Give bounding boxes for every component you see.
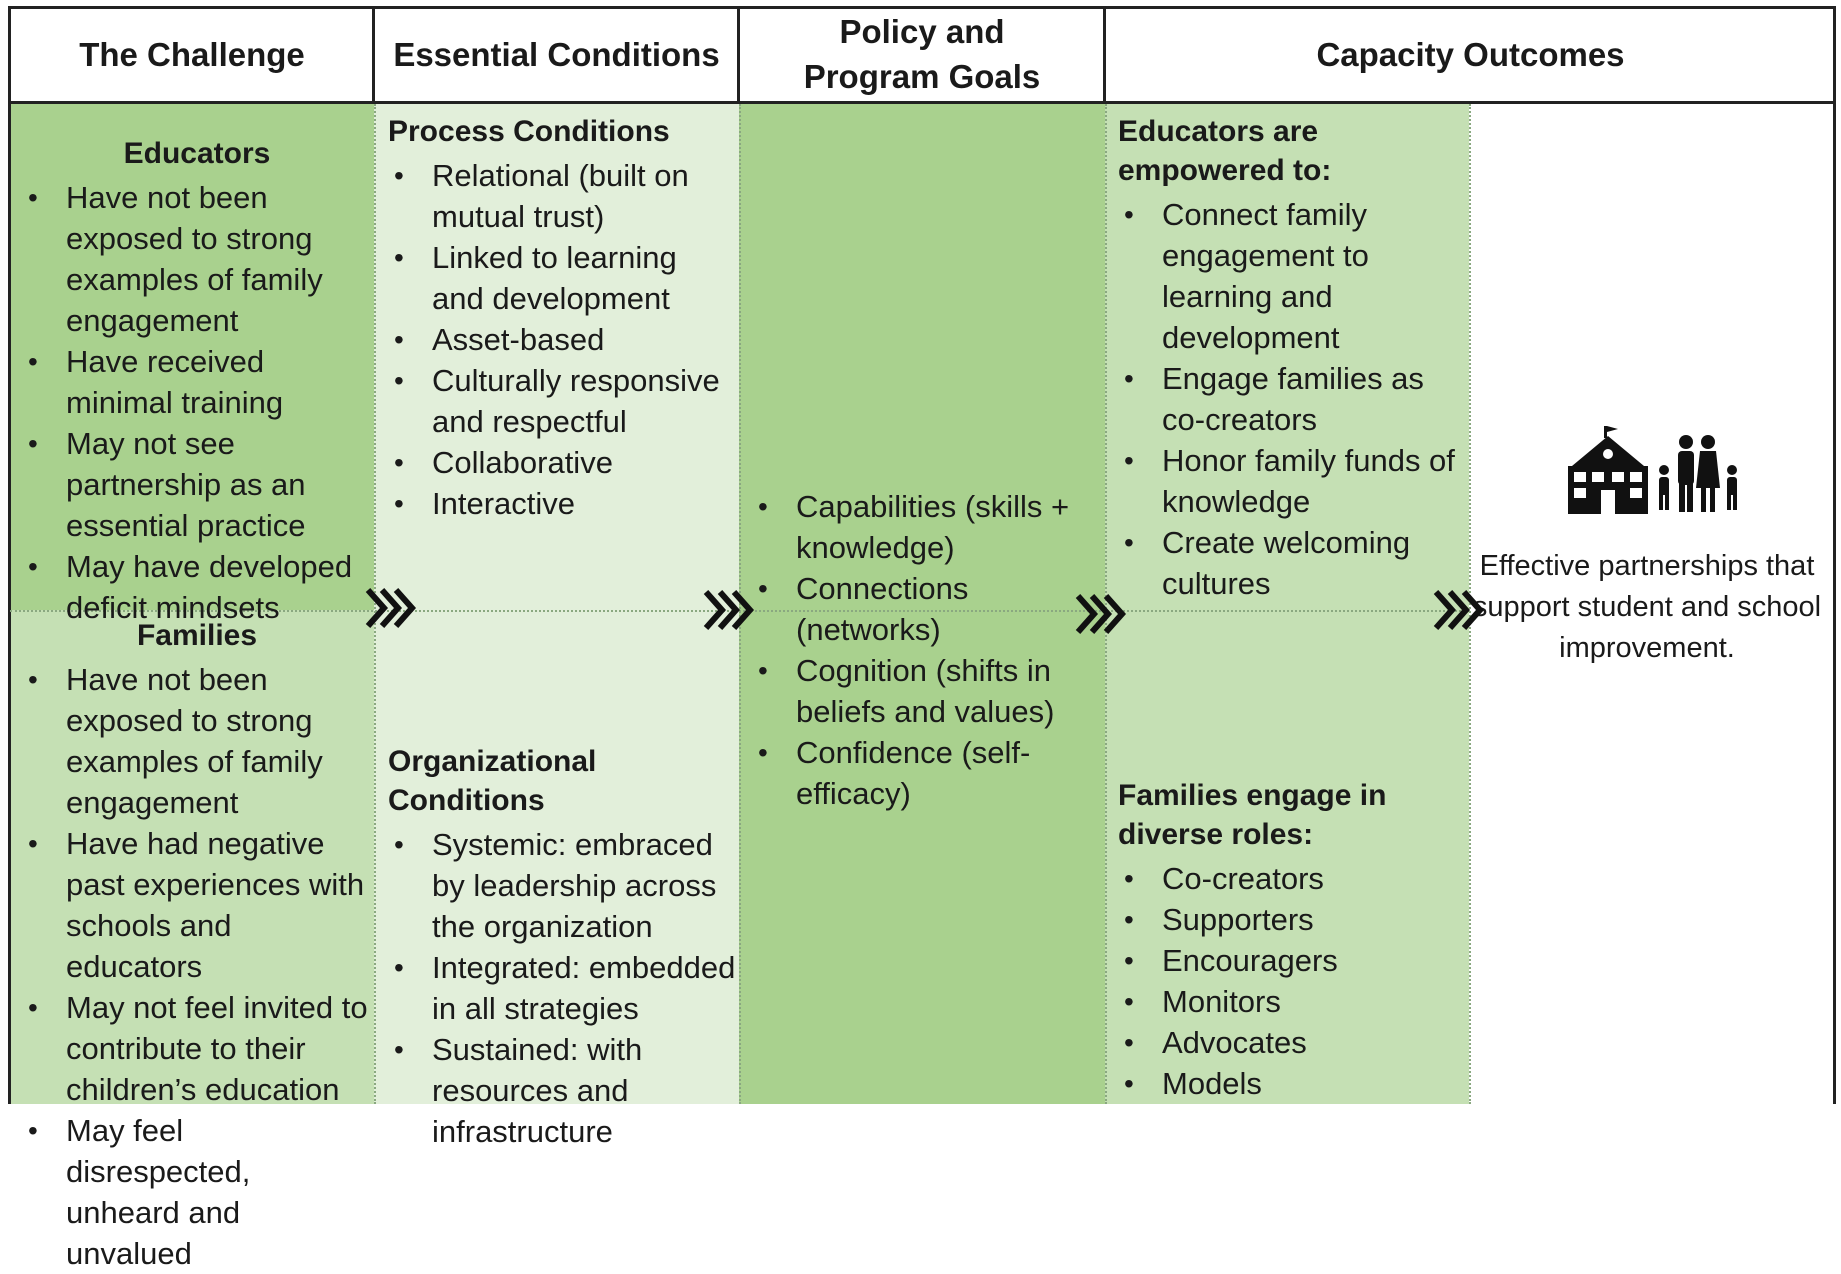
divider-dotted-4	[1469, 104, 1471, 1104]
list-item: Advocates	[1118, 1022, 1463, 1063]
header-essential-conditions: Essential Conditions	[374, 6, 739, 104]
list-item: May not see partnership as an essential …	[22, 423, 372, 546]
chevron-arrow-icon	[702, 588, 758, 632]
list-item: Create welcoming cultures	[1118, 522, 1463, 604]
header-challenge-text: The Challenge	[79, 35, 305, 73]
policy-goals-list: Capabilities (skills + knowledge) Connec…	[752, 486, 1097, 814]
chevron-arrow-icon	[1432, 588, 1488, 632]
header-divider-2	[737, 6, 740, 104]
header-policy-goals: Policy and Program Goals	[739, 6, 1105, 104]
list-item: Honor family funds of knowledge	[1118, 440, 1463, 522]
list-item: Connections (networks)	[752, 568, 1097, 650]
families-roles-list: Co-creators Supporters Encouragers Monit…	[1118, 858, 1463, 1104]
challenge-educators-title: Educators	[123, 137, 271, 170]
list-item: May feel disrespected, unheard and unval…	[22, 1110, 372, 1274]
list-item: Collaborative	[388, 442, 733, 483]
list-item: Asset-based	[388, 319, 733, 360]
list-item: Have not been exposed to strong examples…	[22, 177, 372, 341]
header-challenge: The Challenge	[10, 6, 374, 104]
capacity-educators: Educators are empowered to: Connect fami…	[1118, 112, 1463, 604]
list-item: Models	[1118, 1063, 1463, 1104]
list-item: Sustained: with resources and infrastruc…	[388, 1029, 736, 1152]
divider-dotted-2	[739, 104, 741, 1104]
divider-dotted-3	[1105, 104, 1107, 1104]
policy-goals: Capabilities (skills + knowledge) Connec…	[752, 486, 1097, 814]
row-divider-dotted	[10, 610, 1469, 612]
school-icon	[1568, 426, 1648, 514]
educators-empowered-list: Connect family engagement to learning an…	[1118, 194, 1463, 604]
header-capacity-outcomes: Capacity Outcomes	[1105, 6, 1836, 104]
list-item: Capabilities (skills + knowledge)	[752, 486, 1097, 568]
header-policy-text: Policy and Program Goals	[803, 13, 1041, 95]
list-item: Encouragers	[1118, 940, 1463, 981]
header-capacity-text: Capacity Outcomes	[1316, 35, 1625, 73]
essential-process: Process Conditions Relational (built on …	[388, 112, 733, 524]
header-divider-1	[372, 6, 375, 104]
framework-diagram: The Challenge Essential Conditions Polic…	[8, 6, 1836, 1271]
list-item: Confidence (self-efficacy)	[752, 732, 1097, 814]
family-icon	[1659, 435, 1737, 512]
header-essential-text: Essential Conditions	[393, 35, 720, 73]
challenge-families-list: Have not been exposed to strong examples…	[22, 659, 372, 1274]
list-item: Co-creators	[1118, 858, 1463, 899]
list-item: Integrated: embedded in all strategies	[388, 947, 736, 1029]
right-border	[1833, 6, 1836, 1104]
divider-dotted-1	[374, 104, 376, 1104]
process-conditions-title: Process Conditions	[388, 115, 670, 148]
essential-organizational: Organizational Conditions Systemic: embr…	[388, 742, 736, 1152]
list-item: Linked to learning and development	[388, 237, 733, 319]
chevron-arrow-icon	[1074, 592, 1130, 636]
list-item: Connect family engagement to learning an…	[1118, 194, 1463, 358]
process-conditions-list: Relational (built on mutual trust) Linke…	[388, 155, 733, 524]
outcome-icons	[1566, 426, 1746, 518]
list-item: Systemic: embraced by leadership across …	[388, 824, 736, 947]
list-item: May have developed deficit mindsets	[22, 546, 372, 628]
educators-empowered-title: Educators are empowered to:	[1118, 115, 1332, 187]
outcome-bg	[1469, 104, 1836, 1104]
list-item: Cognition (shifts in beliefs and values)	[752, 650, 1097, 732]
list-item: May not feel invited to contribute to th…	[22, 987, 372, 1110]
list-item: Supporters	[1118, 899, 1463, 940]
list-item: Have had negative past experiences with …	[22, 823, 372, 987]
challenge-educators: Educators Have not been exposed to stron…	[22, 134, 372, 628]
list-item: Engage families as co-creators	[1118, 358, 1463, 440]
left-border	[8, 6, 11, 1104]
header-divider-3	[1103, 6, 1106, 104]
families-roles-title: Families engage in diverse roles:	[1118, 779, 1387, 851]
capacity-families: Families engage in diverse roles: Co-cre…	[1118, 776, 1463, 1104]
chevron-arrow-icon	[364, 586, 420, 630]
challenge-families: Families Have not been exposed to strong…	[22, 616, 372, 1274]
list-item: Culturally responsive and respectful	[388, 360, 733, 442]
organizational-conditions-title: Organizational Conditions	[388, 745, 597, 817]
organizational-conditions-list: Systemic: embraced by leadership across …	[388, 824, 736, 1152]
challenge-educators-list: Have not been exposed to strong examples…	[22, 177, 372, 628]
list-item: Have not been exposed to strong examples…	[22, 659, 372, 823]
list-item: Monitors	[1118, 981, 1463, 1022]
list-item: Interactive	[388, 483, 733, 524]
outcome-statement: Effective partnerships that support stud…	[1472, 550, 1822, 664]
list-item: Relational (built on mutual trust)	[388, 155, 733, 237]
challenge-families-title: Families	[136, 619, 258, 652]
list-item: Have received minimal training	[22, 341, 372, 423]
